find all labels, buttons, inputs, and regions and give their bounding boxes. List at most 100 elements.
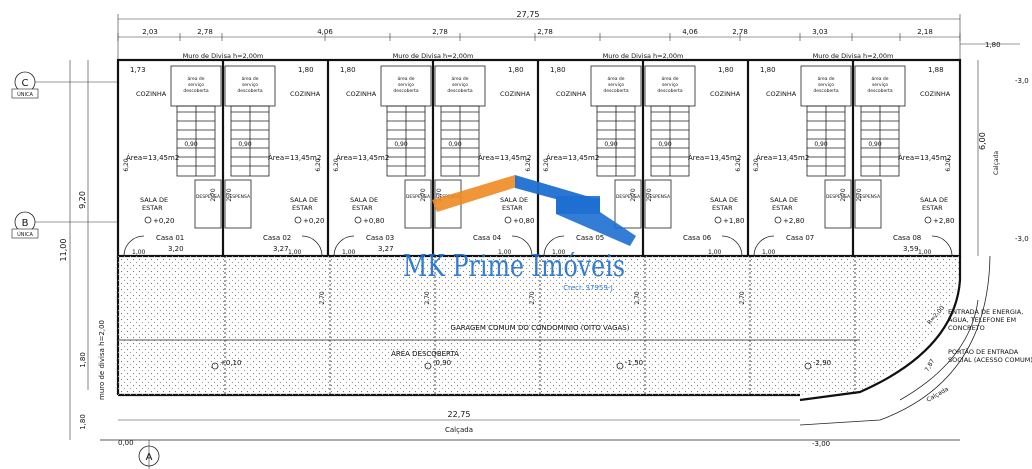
stair-dim: 0,90 bbox=[604, 141, 618, 148]
svg-text:serviço: serviço bbox=[608, 82, 624, 88]
corner-value: 1,80 bbox=[550, 66, 566, 74]
house-level: +0,20 bbox=[153, 217, 174, 225]
house-name: Casa 02 bbox=[263, 234, 291, 242]
bottom-width: 22,75 bbox=[448, 410, 471, 419]
living-label-2: ESTAR bbox=[142, 204, 163, 212]
dim-180a: 1,80 bbox=[79, 352, 87, 368]
top-segment-dim: 2,78 bbox=[537, 28, 553, 36]
svg-text:descoberta: descoberta bbox=[603, 88, 628, 94]
room-height-dim: 6,20 bbox=[525, 158, 532, 172]
bottom-sidewalk: Calçada bbox=[445, 426, 473, 434]
garage-level: -0,90 bbox=[433, 359, 451, 367]
svg-text:descoberta: descoberta bbox=[813, 88, 838, 94]
corner-value: 1,80 bbox=[340, 66, 356, 74]
house-level: +2,80 bbox=[783, 217, 804, 225]
entrance-note-2: ÁGUA, TELEFONE EM bbox=[948, 315, 1016, 324]
top-segment-dim: 3,03 bbox=[812, 28, 828, 36]
right-sidewalk: Calçada bbox=[993, 151, 1000, 175]
level-right: -3,00 bbox=[812, 440, 830, 448]
svg-text:1,00: 1,00 bbox=[288, 249, 302, 256]
svg-text:descoberta: descoberta bbox=[657, 88, 682, 94]
svg-text:C: C bbox=[22, 78, 29, 89]
svg-text:serviço: serviço bbox=[818, 82, 834, 88]
stair-dim: 0,90 bbox=[184, 141, 198, 148]
top-segment-dim: 2,78 bbox=[432, 28, 448, 36]
svg-text:descoberta: descoberta bbox=[183, 88, 208, 94]
service-area-label: área de bbox=[451, 75, 468, 82]
svg-text:2,70: 2,70 bbox=[210, 188, 217, 202]
house-width: 3,20 bbox=[168, 245, 184, 253]
service-area-label: área de bbox=[241, 75, 258, 82]
living-label-2: ESTAR bbox=[772, 204, 793, 212]
svg-text:2,70: 2,70 bbox=[420, 188, 427, 202]
house-name: Casa 08 bbox=[893, 234, 921, 242]
service-area-label: área de bbox=[817, 75, 834, 82]
overall-width: 27,75 bbox=[517, 10, 540, 19]
right-offset-dim: 1,80 bbox=[985, 41, 1001, 49]
living-label-1: SALA DE bbox=[350, 196, 378, 204]
watermark-creci: Creci: 37959-J bbox=[563, 284, 613, 292]
room-height-dim: 6,20 bbox=[753, 158, 760, 172]
svg-text:serviço: serviço bbox=[872, 82, 888, 88]
living-label-1: SALA DE bbox=[500, 196, 528, 204]
stair-dim: 0,90 bbox=[448, 141, 462, 148]
bottom-dimensions: 22,75 Calçada 0,00 -3,00 -3,0 -3,0 bbox=[100, 77, 1029, 448]
top-segment-dim: 2,78 bbox=[732, 28, 748, 36]
top-segment-dim: 4,06 bbox=[682, 28, 698, 36]
svg-text:1,00: 1,00 bbox=[498, 249, 512, 256]
svg-text:2,70: 2,70 bbox=[856, 188, 863, 202]
living-label-2: ESTAR bbox=[292, 204, 313, 212]
stair-dim: 0,90 bbox=[394, 141, 408, 148]
house-4: área deserviçodescoberta0,90DESPENSA1,80… bbox=[431, 60, 534, 257]
area-label: Área=13,45m2 bbox=[898, 153, 951, 162]
house-level: +2,80 bbox=[933, 217, 954, 225]
room-height-dim: 6,20 bbox=[333, 158, 340, 172]
area-label: Área=13,45m2 bbox=[546, 153, 599, 162]
svg-text:2,70: 2,70 bbox=[436, 188, 443, 202]
svg-text:1,00: 1,00 bbox=[552, 249, 566, 256]
level-left: 0,00 bbox=[118, 439, 134, 447]
living-label-1: SALA DE bbox=[140, 196, 168, 204]
svg-text:2,70: 2,70 bbox=[226, 188, 233, 202]
living-label-2: ESTAR bbox=[502, 204, 523, 212]
house-2: área deserviçodescoberta0,90DESPENSA1,80… bbox=[221, 60, 324, 257]
stair-dim: 0,90 bbox=[814, 141, 828, 148]
watermark-brand: MK Prime Imóveis bbox=[403, 249, 625, 284]
dim-920: 9,20 bbox=[78, 191, 87, 209]
pantry-label: DESPENSA bbox=[856, 194, 881, 200]
svg-text:ÚNICA: ÚNICA bbox=[17, 91, 33, 98]
wall-height-note: Muro de Divisa h=2,00m bbox=[393, 52, 474, 60]
house-width: 3,27 bbox=[378, 245, 394, 253]
house-6: área deserviçodescoberta0,90DESPENSA1,80… bbox=[641, 60, 744, 257]
house-name: Casa 06 bbox=[683, 234, 712, 242]
level-side-top: -3,0 bbox=[1015, 77, 1029, 85]
svg-text:descoberta: descoberta bbox=[393, 88, 418, 94]
top-segment-dim: 2,03 bbox=[142, 28, 158, 36]
pantry-label: DESPENSA bbox=[826, 194, 851, 200]
gate-note-1: PORTÃO DE ENTRADA bbox=[948, 347, 1019, 356]
left-wall-note: muro de divisa h=2,00 bbox=[98, 320, 106, 400]
kitchen-label: COZINHA bbox=[556, 90, 587, 98]
house-width: 3,59 bbox=[903, 245, 919, 253]
area-label: Área=13,45m2 bbox=[756, 153, 809, 162]
kitchen-label: COZINHA bbox=[346, 90, 377, 98]
living-label-1: SALA DE bbox=[290, 196, 318, 204]
svg-text:ÚNICA: ÚNICA bbox=[17, 231, 33, 238]
room-height-dim: 6,20 bbox=[123, 158, 130, 172]
house-name: Casa 05 bbox=[576, 234, 604, 242]
wall-height-note: Muro de Divisa h=2,00m bbox=[183, 52, 264, 60]
pantry-label: DESPENSA bbox=[196, 194, 221, 200]
house-name: Casa 07 bbox=[786, 234, 814, 242]
pantry-label: DESPENSA bbox=[616, 194, 641, 200]
svg-text:2,70: 2,70 bbox=[646, 188, 653, 202]
right-side-dim: 6,00 bbox=[978, 132, 987, 150]
pantry-label: DESPENSA bbox=[406, 194, 431, 200]
stair-dim: 0,90 bbox=[238, 141, 252, 148]
kitchen-label: COZINHA bbox=[290, 90, 321, 98]
area-label: Área=13,45m2 bbox=[126, 153, 179, 162]
